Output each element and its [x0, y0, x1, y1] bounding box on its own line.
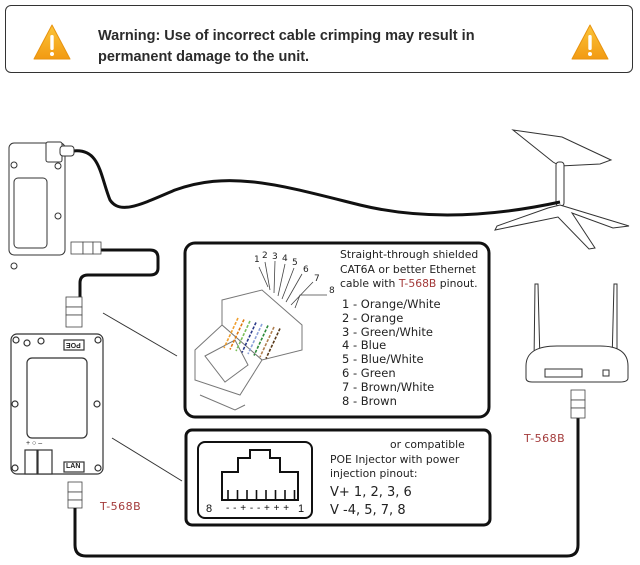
cable-description: Straight-through shielded CAT6A or bette…: [340, 248, 485, 292]
router: [525, 283, 629, 383]
jack-pin-8-label: 8: [206, 503, 213, 515]
lan-cable: [73, 418, 580, 558]
warning-line-1: Warning: Use of incorrect cable crimping…: [98, 28, 475, 44]
pin-number: 3: [272, 252, 278, 262]
wire-6: [253, 325, 269, 356]
wire-3: [235, 320, 251, 352]
cable-panel: [183, 241, 491, 419]
rj45-jack-outline: [221, 449, 299, 501]
jack-pin-1-label: 1: [298, 503, 305, 515]
wire-5: [247, 323, 263, 355]
warning-text: Warning: Use of incorrect cable crimping…: [98, 26, 518, 68]
warning-banner: Warning: Use of incorrect cable crimping…: [5, 5, 633, 73]
wire-2: [229, 319, 245, 350]
pin-number: 2: [262, 251, 268, 261]
satellite-dish: [494, 129, 630, 250]
device-terminal-label: + ○ –: [26, 440, 43, 447]
adapter-device: [8, 141, 75, 270]
rj45-plug-lan: [67, 481, 83, 509]
device-lan-label: LAN: [66, 463, 81, 470]
warning-triangle-icon: [33, 24, 71, 60]
device-poe-label: POE: [66, 341, 81, 348]
jack-pins: [227, 490, 296, 500]
patch-cable: [78, 248, 160, 298]
poe-desc-line1: or compatible: [390, 438, 465, 451]
vplus-pins: V+ 1, 2, 3, 6: [330, 485, 412, 500]
pin-item: 4 - Blue: [342, 338, 387, 353]
wire-1: [223, 317, 239, 349]
cable-desc-prefix: cable with: [340, 277, 399, 290]
jack-polarity: - - + - - + + +: [226, 503, 290, 514]
pin-list: 1 - Orange/White 2 - Orange 3 - Green/Wh…: [342, 297, 441, 408]
rj45-plug: [65, 241, 102, 328]
cable-desc-line1: Straight-through shielded: [340, 248, 479, 261]
poe-voltage-pinout: V+ 1, 2, 3, 6 V ‑4, 5, 7, 8: [330, 484, 412, 520]
pin-item: 7 - Brown/White: [342, 379, 435, 394]
poe-desc-line2: POE Injector with power: [330, 452, 460, 466]
pin-leaders: [258, 260, 327, 309]
cable-desc-line2: CAT6A or better Ethernet: [340, 262, 476, 276]
pin-number: 1: [254, 255, 260, 265]
pin-number: 7: [314, 274, 320, 284]
poe-desc-line3: injection pinout:: [330, 467, 418, 480]
pin-number: 6: [303, 265, 309, 275]
pin-number: 5: [292, 258, 298, 268]
vminus-pins: V ‑4, 5, 7, 8: [330, 503, 406, 518]
wire-8: [265, 328, 281, 359]
pin-item: 3 - Green/White: [342, 324, 433, 339]
pin-number: 8: [329, 286, 335, 296]
rj45-plug-router: [570, 389, 586, 419]
cable-desc-line3: cable with T-568B pinout.: [340, 277, 485, 292]
pin-item: 2 - Orange: [342, 310, 404, 325]
wire-set: [223, 317, 281, 359]
standard-name: T-568B: [398, 277, 437, 290]
warning-triangle-icon: [571, 24, 609, 60]
pin-item: 5 - Blue/White: [342, 352, 424, 367]
wire-4: [241, 322, 257, 353]
pin-number: 4: [282, 254, 288, 264]
standard-label-router: T-568B: [524, 432, 566, 445]
pin-item: 8 - Brown: [342, 393, 397, 408]
wire-7: [259, 326, 275, 358]
cable-desc-suffix: pinout.: [436, 277, 478, 290]
warning-line-2: permanent damage to the unit.: [98, 49, 310, 65]
dish-cable: [72, 149, 561, 217]
pin-item: 1 - Orange/White: [342, 297, 441, 311]
poe-description: or compatible POE Injector with power in…: [330, 438, 490, 482]
poe-device: [10, 333, 104, 475]
standard-label-poe: T-568B: [100, 500, 142, 513]
pin-item: 6 - Green: [342, 365, 396, 380]
